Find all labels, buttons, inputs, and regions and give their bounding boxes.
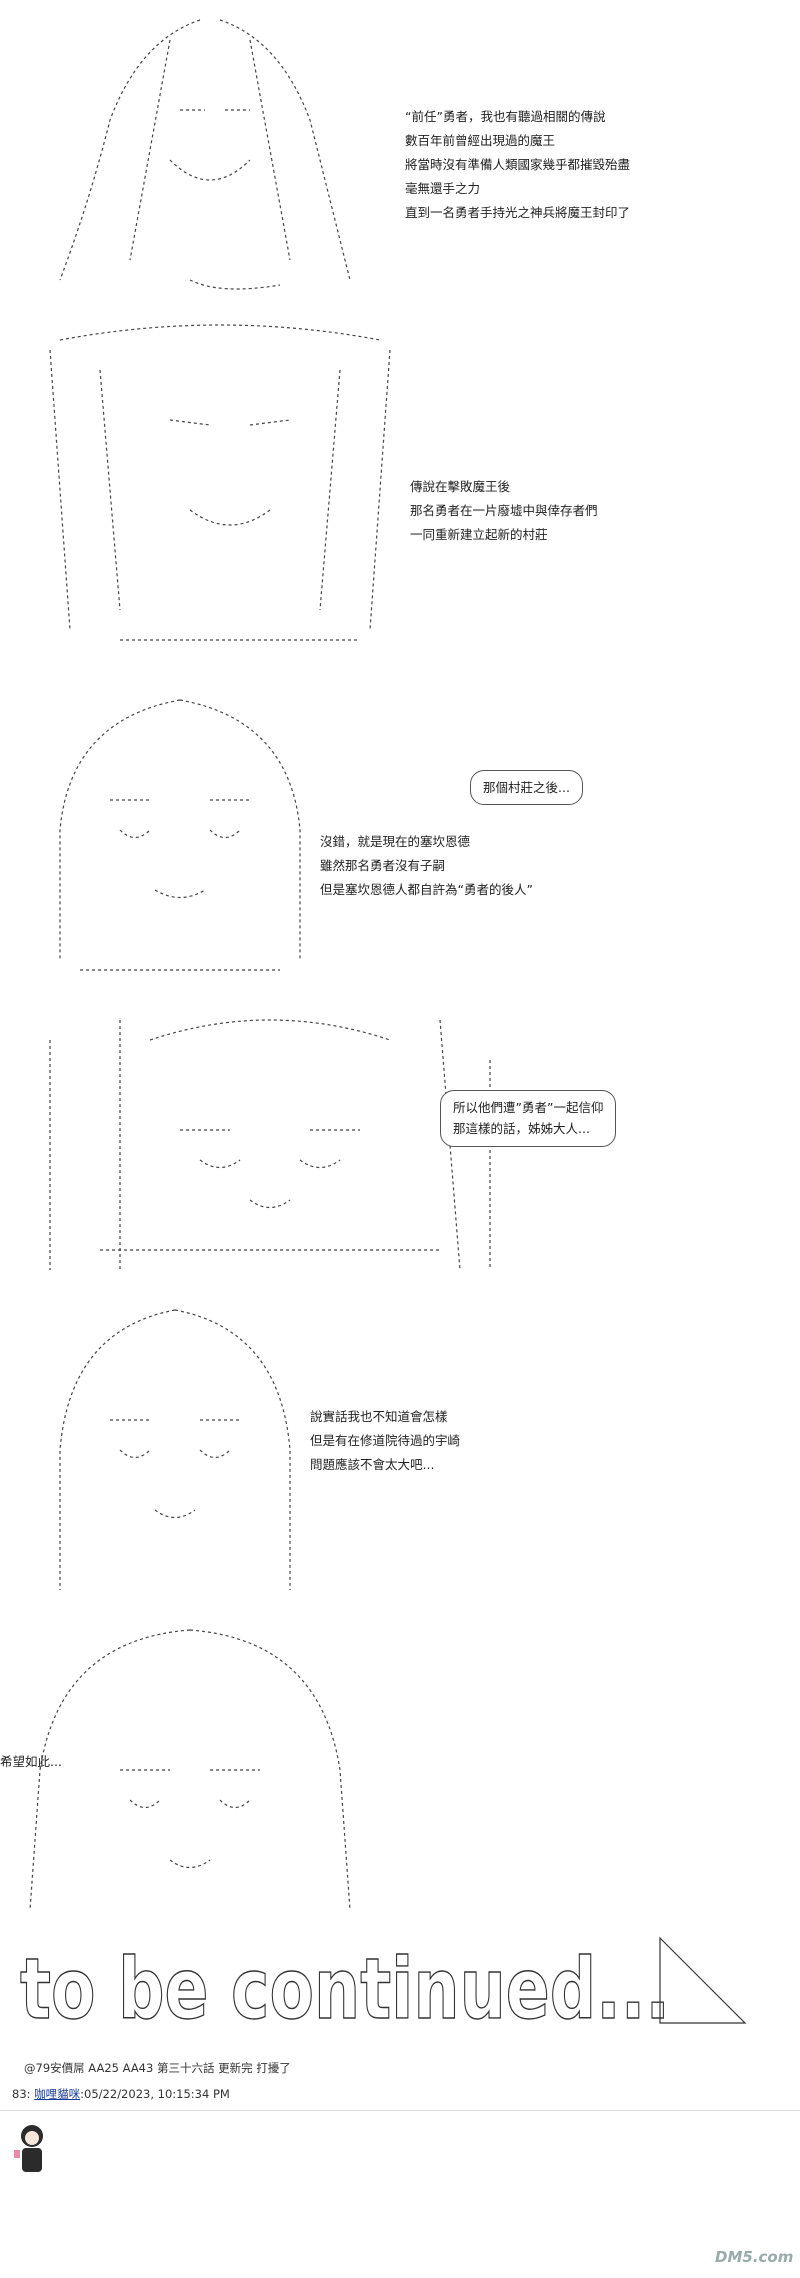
panel-4: 所以他們遭”勇者”一起信仰 那這樣的話，姊姊大人...: [0, 1000, 800, 1290]
to-be-continued-text: to be continued...: [20, 1940, 670, 2038]
ascii-art-character-1: [59, 19, 351, 290]
ascii-art-character-5: [59, 1309, 291, 1590]
panel-2: 傳說在擊敗魔王後 那名勇者在一片廢墟中與倖存者們 一同重新建立起新的村莊: [0, 310, 800, 670]
update-note: @79安價屌 AA25 AA43 第三十六話 更新完 打擾了: [24, 2061, 291, 2075]
panel-6: 希望如此...: [0, 1620, 800, 1920]
narration-block-3: 沒錯，就是現在的塞坎恩德 雖然那名勇者沒有子嗣 但是塞坎恩德人都自許為“勇者的後…: [320, 834, 533, 897]
ascii-art-character-4: [49, 1019, 491, 1271]
ascii-art-character-2: [49, 324, 391, 641]
narration-block-2: 傳說在擊敗魔王後 那名勇者在一片廢墟中與倖存者們 一同重新建立起新的村莊: [410, 479, 598, 542]
to-be-continued-banner: to be continued...: [19, 1936, 747, 2038]
watermark-logo: DM5.com: [715, 2248, 794, 2266]
post-number: 83:: [12, 2087, 31, 2101]
panel-5: 說實話我也不知道會怎樣 但是有在修道院待過的宇崎 問題應該不會太大吧...: [0, 1300, 800, 1600]
speech-bubble-4: 所以他們遭”勇者”一起信仰 那這樣的話，姊姊大人...: [440, 1090, 617, 1147]
ascii-art-character-6: [29, 1629, 351, 1911]
ascii-art-character-3: [59, 699, 301, 971]
post-meta: 83: 咖哩貓咪:05/22/2023, 10:15:34 PM: [12, 2086, 230, 2102]
panel-3: 那個村莊之後... 沒錯，就是現在的塞坎恩德 雖然那名勇者沒有子嗣 但是塞坎恩德…: [0, 690, 800, 990]
avatar: [14, 2125, 43, 2172]
speech-bubble-3: 那個村莊之後...: [470, 770, 583, 806]
panel-1: “前任”勇者，我也有聽過相關的傳說 數百年前曾經出現過的魔王 將當時沒有準備人類…: [0, 0, 800, 300]
narration-block-1: “前任”勇者，我也有聽過相關的傳說 數百年前曾經出現過的魔王 將當時沒有準備人類…: [405, 109, 631, 220]
narration-block-5: 說實話我也不知道會怎樣 但是有在修道院待過的宇崎 問題應該不會太大吧...: [310, 1409, 461, 1472]
narration-block-6: 希望如此...: [0, 1754, 62, 1769]
username-link[interactable]: 咖哩貓咪: [34, 2087, 81, 2101]
post-timestamp: :05/22/2023, 10:15:34 PM: [80, 2087, 230, 2101]
footer-divider: [0, 2110, 800, 2111]
